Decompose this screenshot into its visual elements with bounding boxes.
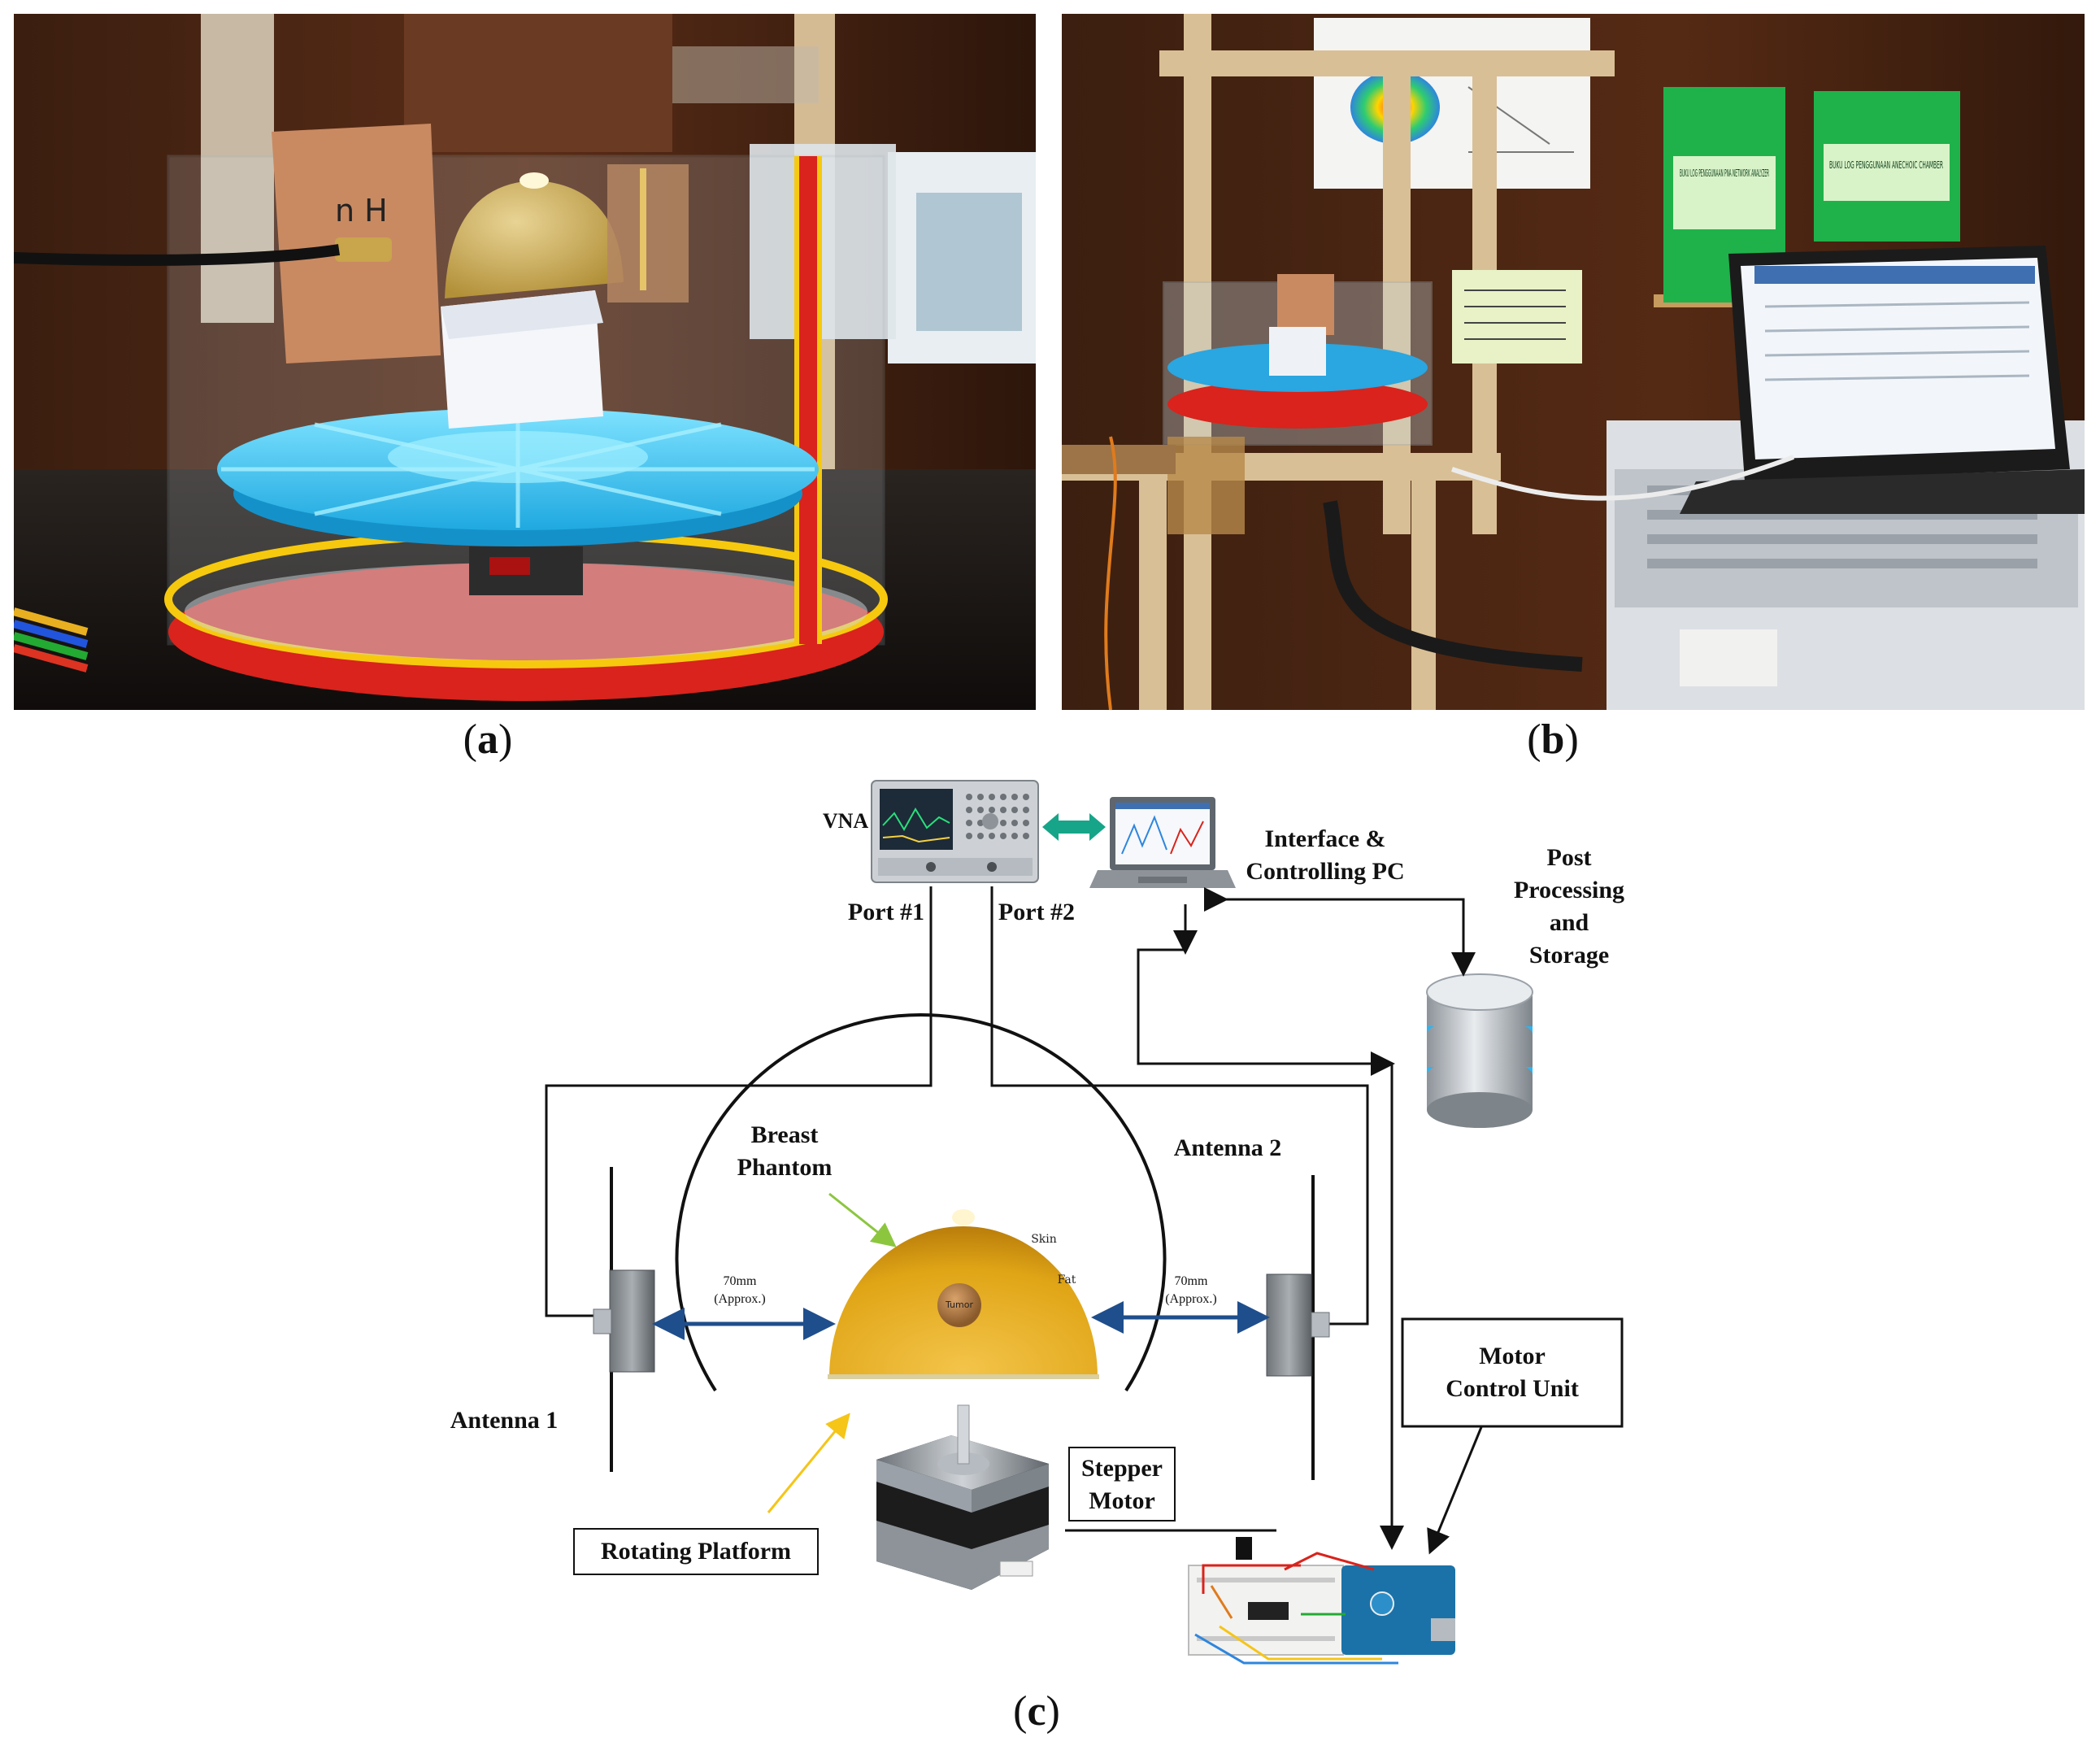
wiring-lines	[545, 886, 1483, 1555]
fat-label: Fat	[1058, 1273, 1076, 1286]
vna-instrument-icon	[871, 780, 1039, 883]
skin-label: Skin	[1031, 1233, 1057, 1246]
motor-control-label-line1: Motor	[1479, 1343, 1546, 1369]
distance-left-line2: (Approx.)	[714, 1292, 766, 1306]
tumor-label: Tumor	[945, 1299, 973, 1310]
panel-label-a: (a)	[463, 716, 513, 763]
port2-label: Port #2	[998, 899, 1076, 925]
photo-lab-measurement-setup: BUKU LOG PENGGUNAAN PNA NETWORK ANALYZER…	[1062, 14, 2085, 710]
antenna-1-label: Antenna 1	[450, 1407, 559, 1434]
distance-right-line1: 70mm	[1174, 1274, 1208, 1288]
arduino-breadboard-icon	[1188, 1537, 1455, 1665]
panel-label-c: (c)	[1013, 1688, 1060, 1735]
photo-turntable-setup: n H	[14, 14, 1036, 710]
storage-label-line4: Storage	[1528, 942, 1610, 969]
panel-label-b: (b)	[1527, 716, 1579, 763]
photo-a-illustration: n H	[14, 14, 1036, 710]
stepper-motor-box	[1068, 1447, 1176, 1522]
motor-control-arrow	[1427, 1426, 1483, 1555]
port2-cable	[990, 886, 1369, 1326]
motor-control-unit-box	[1401, 1317, 1624, 1428]
breast-phantom-label-line2: Phantom	[737, 1154, 833, 1181]
port1-cable	[545, 886, 933, 1317]
vna-pc-link-arrow	[1042, 813, 1106, 841]
stepper-motor-label-line1: Stepper	[1081, 1455, 1163, 1482]
stepper-motor-label-line2: Motor	[1089, 1487, 1155, 1514]
antenna-2-label: Antenna 2	[1173, 1134, 1282, 1161]
antenna-2-icon	[1266, 1175, 1330, 1480]
storage-label-line2: Processing	[1513, 877, 1625, 903]
vna-label: VNA	[822, 809, 869, 833]
stepper-motor-icon	[876, 1404, 1049, 1590]
motor-control-label-line2: Control Unit	[1446, 1375, 1579, 1402]
antenna-sheet-marking: n H	[335, 193, 388, 229]
storage-label-line3: and	[1549, 909, 1589, 936]
pc-label-line1: Interface &	[1264, 825, 1386, 852]
distance-left-line1: 70mm	[723, 1274, 757, 1288]
port1-label: Port #1	[847, 899, 925, 925]
pc-to-storage-arrow	[1224, 898, 1476, 977]
rotating-platform-box	[573, 1528, 819, 1575]
platform-pointer-arrow	[767, 1413, 850, 1513]
breast-phantom-label-line1: Breast	[750, 1121, 819, 1148]
antenna-1-icon	[593, 1167, 655, 1472]
phantom-pointer-arrow	[828, 1192, 897, 1247]
chamber-enclosure	[675, 1013, 1167, 1392]
storage-label-line1: Post	[1546, 844, 1592, 871]
binder-right-title: BUKU LOG PENGGUNAAN ANECHOIC CHAMBER	[1829, 159, 1943, 171]
rotating-platform-label: Rotating Platform	[600, 1538, 792, 1565]
pc-to-db-branch	[1137, 904, 1395, 1076]
binder-left-title: BUKU LOG PENGGUNAAN PNA NETWORK ANALYZER	[1680, 168, 1769, 179]
photo-b-illustration: BUKU LOG PENGGUNAAN PNA NETWORK ANALYZER…	[1062, 14, 2085, 710]
breast-phantom-icon	[828, 1209, 1099, 1379]
database-icon	[1426, 973, 1533, 1128]
laptop-icon	[1089, 797, 1236, 888]
distance-right-line2: (Approx.)	[1165, 1292, 1217, 1306]
pc-label-line2: Controlling PC	[1246, 858, 1405, 885]
